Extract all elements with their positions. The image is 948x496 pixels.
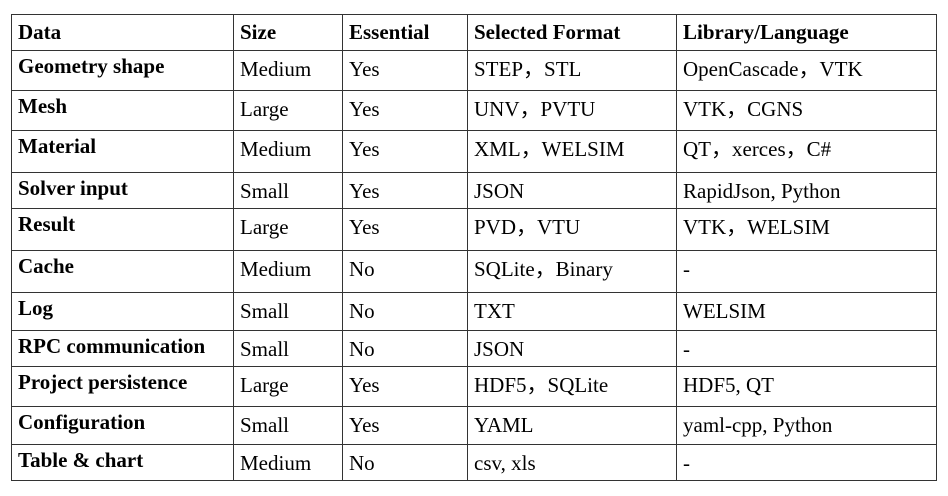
cell-essential: Yes <box>342 208 468 251</box>
cell-size: Medium <box>233 50 343 91</box>
header-library-language: Library/Language <box>676 14 937 51</box>
header-essential: Essential <box>342 14 468 51</box>
cell-format: JSON <box>467 172 677 209</box>
cell-format: STEP，STL <box>467 50 677 91</box>
cell-size: Large <box>233 90 343 131</box>
table-row: RPC communication Small No JSON - <box>11 330 937 367</box>
cell-format: YAML <box>467 406 677 445</box>
cell-essential: Yes <box>342 172 468 209</box>
cell-library: RapidJson, Python <box>676 172 937 209</box>
cell-size: Small <box>233 406 343 445</box>
table-row: Solver input Small Yes JSON RapidJson, P… <box>11 172 937 209</box>
cell-data: Result <box>11 208 234 251</box>
cell-essential: No <box>342 444 468 481</box>
cell-size: Large <box>233 208 343 251</box>
cell-data: Cache <box>11 250 234 293</box>
cell-essential: Yes <box>342 366 468 407</box>
cell-size: Small <box>233 330 343 367</box>
cell-library: HDF5, QT <box>676 366 937 407</box>
cell-format: JSON <box>467 330 677 367</box>
cell-format: PVD，VTU <box>467 208 677 251</box>
cell-essential: Yes <box>342 90 468 131</box>
table-row: Geometry shape Medium Yes STEP，STL OpenC… <box>11 50 937 91</box>
cell-library: yaml-cpp, Python <box>676 406 937 445</box>
cell-data: RPC communication <box>11 330 234 367</box>
cell-data: Table & chart <box>11 444 234 481</box>
cell-size: Medium <box>233 250 343 293</box>
cell-data: Geometry shape <box>11 50 234 91</box>
cell-library: QT，xerces，C# <box>676 130 937 173</box>
data-format-table: Data Size Essential Selected Format Libr… <box>11 14 937 481</box>
cell-library: OpenCascade，VTK <box>676 50 937 91</box>
header-data: Data <box>11 14 234 51</box>
cell-data: Log <box>11 292 234 331</box>
cell-library: VTK，WELSIM <box>676 208 937 251</box>
cell-essential: Yes <box>342 130 468 173</box>
cell-library: - <box>676 444 937 481</box>
table-row: Configuration Small Yes YAML yaml-cpp, P… <box>11 406 937 445</box>
table-row: Log Small No TXT WELSIM <box>11 292 937 331</box>
cell-size: Small <box>233 292 343 331</box>
cell-format: SQLite，Binary <box>467 250 677 293</box>
cell-format: TXT <box>467 292 677 331</box>
cell-format: csv, xls <box>467 444 677 481</box>
table-header-row: Data Size Essential Selected Format Libr… <box>11 14 937 51</box>
cell-essential: Yes <box>342 50 468 91</box>
cell-size: Large <box>233 366 343 407</box>
table-row: Table & chart Medium No csv, xls - <box>11 444 937 481</box>
header-size: Size <box>233 14 343 51</box>
table-row: Material Medium Yes XML，WELSIM QT，xerces… <box>11 130 937 173</box>
cell-essential: No <box>342 292 468 331</box>
cell-format: UNV，PVTU <box>467 90 677 131</box>
cell-library: WELSIM <box>676 292 937 331</box>
table-row: Result Large Yes PVD，VTU VTK，WELSIM <box>11 208 937 251</box>
cell-library: - <box>676 250 937 293</box>
cell-size: Medium <box>233 444 343 481</box>
cell-data: Mesh <box>11 90 234 131</box>
table-row: Mesh Large Yes UNV，PVTU VTK，CGNS <box>11 90 937 131</box>
header-selected-format: Selected Format <box>467 14 677 51</box>
cell-size: Medium <box>233 130 343 173</box>
cell-essential: No <box>342 250 468 293</box>
cell-format: HDF5，SQLite <box>467 366 677 407</box>
cell-data: Configuration <box>11 406 234 445</box>
table-row: Project persistence Large Yes HDF5，SQLit… <box>11 366 937 407</box>
cell-essential: No <box>342 330 468 367</box>
cell-essential: Yes <box>342 406 468 445</box>
cell-data: Solver input <box>11 172 234 209</box>
table-row: Cache Medium No SQLite，Binary - <box>11 250 937 293</box>
cell-library: - <box>676 330 937 367</box>
cell-data: Material <box>11 130 234 173</box>
cell-format: XML，WELSIM <box>467 130 677 173</box>
cell-library: VTK，CGNS <box>676 90 937 131</box>
cell-size: Small <box>233 172 343 209</box>
cell-data: Project persistence <box>11 366 234 407</box>
